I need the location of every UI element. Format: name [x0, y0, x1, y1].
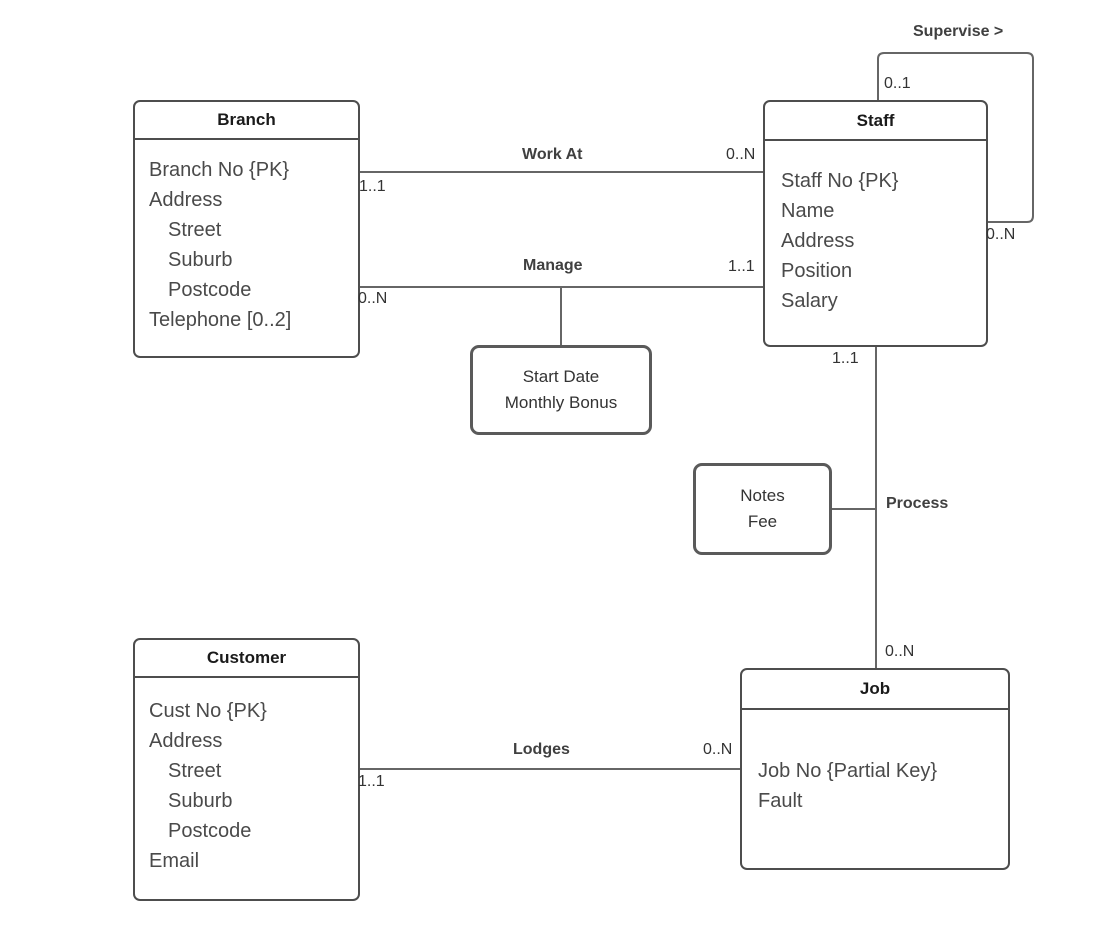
attribute: Address — [149, 189, 223, 211]
attribute: Telephone [0..2] — [149, 309, 292, 331]
cardinality-supervise-supervisee: 0..N — [986, 226, 1016, 243]
entity-staff-attributes: Staff No {PK} Name Address Position Sala… — [765, 141, 986, 316]
entity-customer-attributes: Cust No {PK} Address Street Suburb Postc… — [135, 678, 358, 876]
cardinality-lodges-customer: 1..1 — [358, 773, 385, 790]
entity-job-title: Job — [742, 670, 1008, 710]
cardinality-manage-branch: 0..N — [358, 290, 388, 307]
relationship-label-lodges: Lodges — [513, 741, 570, 758]
cardinality-process-staff: 1..1 — [832, 350, 859, 367]
cardinality-work-at-staff: 0..N — [726, 146, 756, 163]
attribute: Staff No {PK} — [781, 170, 899, 192]
attribute: Street — [168, 219, 222, 241]
entity-staff-title: Staff — [765, 102, 986, 141]
manage-attribute: Monthly Bonus — [504, 393, 618, 412]
attribute: Cust No {PK} — [149, 700, 267, 722]
process-attribute: Notes — [740, 486, 785, 505]
relationship-label-manage: Manage — [523, 257, 583, 274]
attribute: Branch No {PK} — [149, 159, 290, 181]
attribute: Suburb — [168, 249, 233, 271]
cardinality-supervise-supervisor: 0..1 — [884, 75, 911, 92]
attribute: Postcode — [168, 820, 252, 842]
entity-customer-title: Customer — [135, 640, 358, 678]
process-attributes-box: Notes Fee — [693, 463, 832, 555]
attribute: Email — [149, 850, 200, 872]
attribute: Address — [149, 730, 223, 752]
attribute: Postcode — [168, 279, 252, 301]
attribute: Position — [781, 260, 853, 282]
relationship-label-work-at: Work At — [522, 146, 583, 163]
entity-job-attributes: Job No {Partial Key} Fault — [742, 710, 1008, 816]
entity-branch-title: Branch — [135, 102, 358, 140]
manage-attributes-box: Start Date Monthly Bonus — [470, 345, 652, 435]
supervise-loop-line — [877, 52, 1034, 223]
cardinality-manage-staff: 1..1 — [728, 258, 755, 275]
entity-staff: Staff Staff No {PK} Name Address Positio… — [763, 100, 988, 347]
attribute: Name — [781, 200, 835, 222]
manage-attribute: Start Date — [522, 367, 600, 386]
process-attribute: Fee — [747, 512, 778, 531]
attribute: Fault — [758, 790, 803, 812]
cardinality-work-at-branch: 1..1 — [359, 178, 386, 195]
cardinality-lodges-job: 0..N — [703, 741, 733, 758]
entity-branch: Branch Branch No {PK} Address Street Sub… — [133, 100, 360, 358]
entity-customer: Customer Cust No {PK} Address Street Sub… — [133, 638, 360, 901]
attribute: Street — [168, 760, 222, 782]
cardinality-process-job: 0..N — [885, 643, 915, 660]
relationship-label-process: Process — [886, 495, 949, 512]
relationship-label-supervise: Supervise > — [913, 23, 1004, 40]
entity-job: Job Job No {Partial Key} Fault — [740, 668, 1010, 870]
attribute: Salary — [781, 290, 838, 312]
attribute: Suburb — [168, 790, 233, 812]
attribute: Job No {Partial Key} — [758, 760, 937, 782]
attribute: Address — [781, 230, 855, 252]
entity-branch-attributes: Branch No {PK} Address Street Suburb Pos… — [135, 140, 358, 335]
